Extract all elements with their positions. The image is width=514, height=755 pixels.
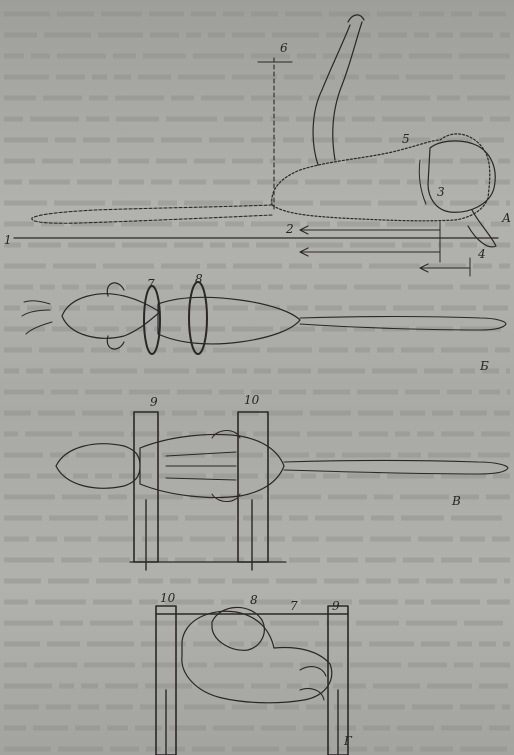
- label-fig-b: Б: [479, 359, 489, 373]
- figure-v-rat-in-holder: 9 10 В: [56, 393, 508, 570]
- label-g-7: 7: [290, 599, 298, 613]
- label-9: 9: [150, 395, 158, 409]
- rat-a-body: [272, 134, 490, 221]
- label-g-8: 8: [250, 593, 258, 607]
- rat-b-body: [158, 297, 300, 344]
- label-10: 10: [244, 393, 260, 407]
- label-g-10: 10: [160, 591, 176, 605]
- background-text-lines: [4, 14, 510, 749]
- rat-a-tail: [32, 205, 272, 223]
- label-3: 3: [437, 185, 445, 199]
- label-8: 8: [195, 272, 203, 286]
- label-fig-g: Г: [343, 734, 353, 748]
- label-5: 5: [402, 132, 410, 146]
- rat-v-head: [56, 444, 140, 488]
- label-7: 7: [147, 277, 155, 291]
- label-fig-a: А: [501, 211, 511, 225]
- label-fig-v: В: [451, 494, 461, 508]
- label-1: 1: [4, 233, 12, 247]
- rat-v-limbs: [166, 431, 240, 502]
- rat-a-ear: [468, 210, 496, 247]
- rat-v-tail: [284, 461, 508, 475]
- label-g-9: 9: [332, 599, 340, 613]
- label-2: 2: [285, 222, 294, 236]
- rat-b-ears: [107, 283, 124, 349]
- label-6: 6: [280, 41, 288, 55]
- label-4: 4: [477, 247, 486, 261]
